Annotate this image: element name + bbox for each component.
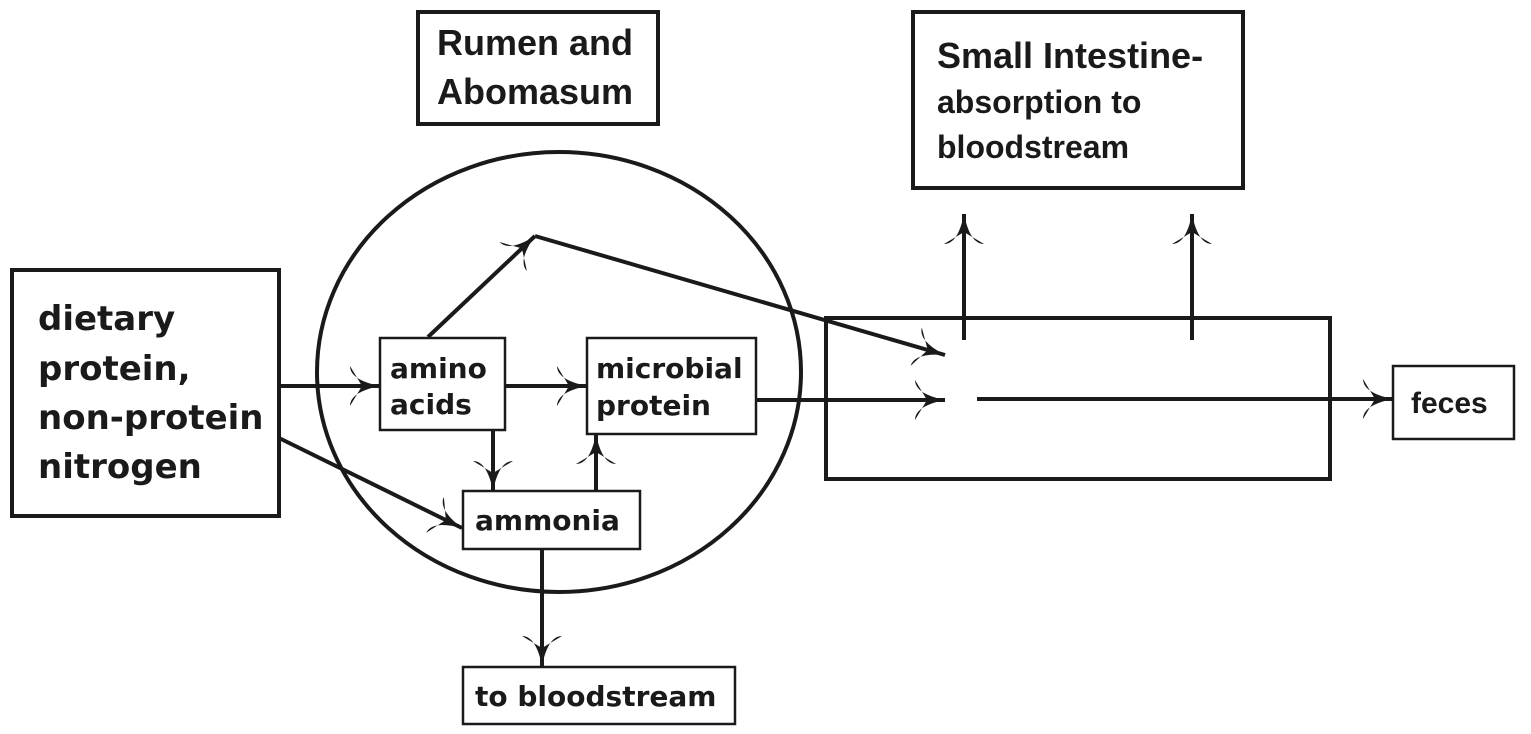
bypass-to-intestine-line bbox=[534, 234, 946, 357]
feces-label: feces bbox=[1411, 387, 1488, 420]
ammonia-to-bloodstream-arrowhead-icon bbox=[522, 636, 562, 666]
amino-to-microbial-arrowhead-icon bbox=[557, 366, 587, 406]
ammonia-to-microbial-arrowhead-icon bbox=[576, 434, 616, 464]
amino-acids-line-2: acids bbox=[390, 388, 472, 421]
amino-bypass-up-line bbox=[426, 234, 537, 339]
ammonia-label: ammonia bbox=[475, 504, 620, 537]
amino-acids-line-1: amino bbox=[390, 352, 487, 385]
dietary-protein-node: dietary protein, non-protein nitrogen bbox=[10, 268, 281, 518]
absorption-1-arrowhead-icon bbox=[944, 214, 984, 244]
small-intestine-line-1: Small Intestine- bbox=[937, 35, 1203, 76]
rumen-title-box bbox=[416, 10, 660, 126]
bypass-to-intestine-arrowhead-icon bbox=[910, 327, 945, 366]
dietary-to-ammonia-arrowhead-icon bbox=[426, 496, 462, 533]
microbial-protein-line-1: microbial bbox=[596, 352, 743, 385]
microbial-protein-node: microbial protein bbox=[585, 336, 758, 436]
microbial-to-intestine-arrowhead-icon bbox=[915, 380, 945, 420]
feces-node: feces bbox=[1391, 364, 1516, 441]
dietary-line-2: protein, bbox=[38, 349, 191, 389]
dietary-line-1: dietary bbox=[38, 299, 175, 339]
dietary-line-3: non-protein bbox=[38, 398, 264, 438]
rumen-title-line-1: Rumen and bbox=[437, 22, 633, 63]
amino-bypass-up-arrowhead-icon bbox=[499, 236, 535, 272]
small-intestine-title-box bbox=[911, 10, 1245, 190]
dietary-line-4: nitrogen bbox=[38, 447, 202, 487]
amino-acids-node: amino acids bbox=[378, 336, 507, 432]
dietary-to-ammonia-line bbox=[278, 436, 463, 530]
ammonia-node: ammonia bbox=[461, 489, 642, 551]
small-intestine-line-2: absorption to bbox=[937, 84, 1141, 120]
arrows bbox=[278, 214, 1393, 666]
ammonia-box bbox=[461, 489, 642, 551]
to-bloodstream-node: to bloodstream bbox=[461, 665, 737, 726]
amino-to-ammonia-arrowhead-icon bbox=[473, 461, 513, 491]
to-bloodstream-label: to bloodstream bbox=[475, 680, 716, 713]
microbial-protein-line-2: protein bbox=[596, 389, 711, 422]
absorption-2-arrowhead-icon bbox=[1172, 214, 1212, 244]
dietary-box bbox=[10, 268, 281, 518]
rumen-title-line-2: Abomasum bbox=[437, 71, 633, 112]
small-intestine-line-3: bloodstream bbox=[937, 129, 1129, 165]
dietary-to-amino-arrowhead-icon bbox=[350, 366, 380, 406]
to-bloodstream-box bbox=[461, 665, 737, 726]
rumen-circle bbox=[315, 150, 803, 594]
intestine-to-feces-arrowhead-icon bbox=[1363, 379, 1393, 419]
feces-box bbox=[1391, 364, 1516, 441]
rumen-abomasum-title: Rumen and Abomasum bbox=[416, 10, 660, 126]
small-intestine-title: Small Intestine- absorption to bloodstre… bbox=[911, 10, 1245, 190]
